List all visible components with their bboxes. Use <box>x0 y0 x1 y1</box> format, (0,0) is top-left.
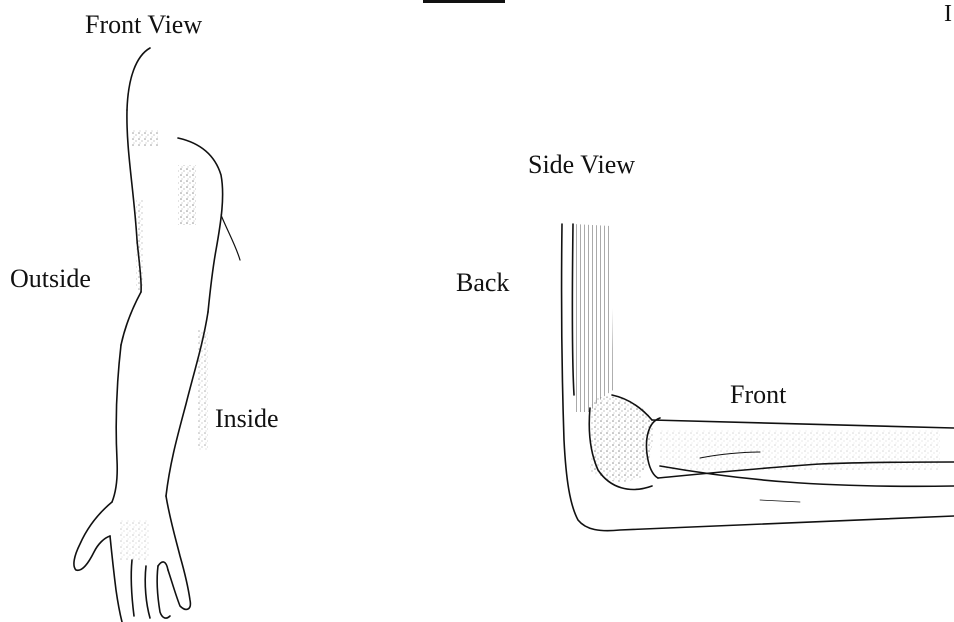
side-view-arm <box>573 224 940 482</box>
side-view-outline <box>562 224 954 531</box>
